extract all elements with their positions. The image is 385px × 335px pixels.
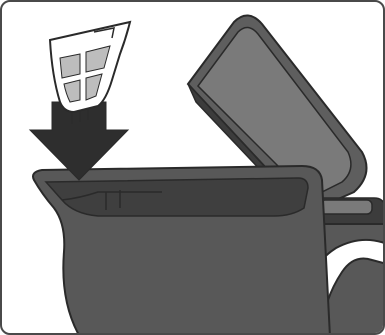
kettle-body [33, 166, 330, 335]
lid-release-button [320, 200, 372, 214]
filter-mesh-1 [60, 54, 80, 78]
body-opening [46, 178, 308, 216]
